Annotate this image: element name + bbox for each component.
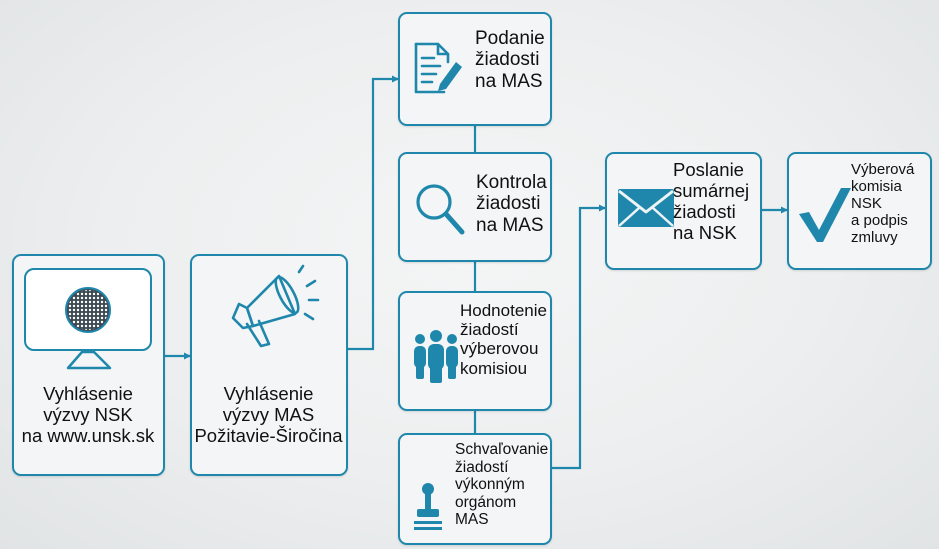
monitor-globe-icon [65, 287, 112, 370]
step-check: Kontrola žiadosti na MAS [398, 152, 552, 262]
step-evaluate-label: Hodnotenie žiadostí výberovou komisiou [460, 301, 547, 378]
arrow-mas-to-submit [348, 75, 399, 351]
step-committee-label: Výberová komisia NSK a podpis zmluvy [851, 161, 915, 246]
step-nsk-call-label: Vyhlásenie výzvy NSK na www.unsk.sk [21, 383, 155, 446]
step-evaluate: Hodnotenie žiadostí výberovou komisiou [398, 291, 552, 411]
step-check-label: Kontrola žiadosti na MAS [476, 172, 547, 236]
megaphone-icon [231, 264, 320, 348]
step-mas-call-label: Vyhlásenie výzvy MAS Požitavie-Širočina [194, 383, 343, 446]
step-approve: Schvaľovanie žiadostí výkonným orgánom M… [398, 433, 552, 545]
checkmark-icon [799, 188, 851, 242]
step-send-label: Poslanie sumárnej žiadosti na NSK [673, 159, 750, 243]
arrow-approve-to-send [552, 204, 606, 470]
stamp-icon [414, 483, 442, 530]
step-nsk-call: Vyhlásenie výzvy NSK na www.unsk.sk [12, 254, 165, 476]
step-send: Poslanie sumárnej žiadosti na NSK [605, 152, 762, 270]
step-submit-label: Podanie žiadosti na MAS [475, 28, 545, 92]
document-pen-icon [414, 42, 462, 94]
step-approve-label: Schvaľovanie žiadostí výkonným orgánom M… [455, 441, 549, 528]
step-committee: Výberová komisia NSK a podpis zmluvy [787, 152, 932, 270]
people-group-icon [414, 330, 458, 383]
magnifier-icon [416, 184, 465, 235]
envelope-icon [618, 189, 674, 227]
step-mas-call: Vyhlásenie výzvy MAS Požitavie-Širočina [190, 254, 348, 476]
step-submit: Podanie žiadosti na MAS [398, 12, 552, 126]
